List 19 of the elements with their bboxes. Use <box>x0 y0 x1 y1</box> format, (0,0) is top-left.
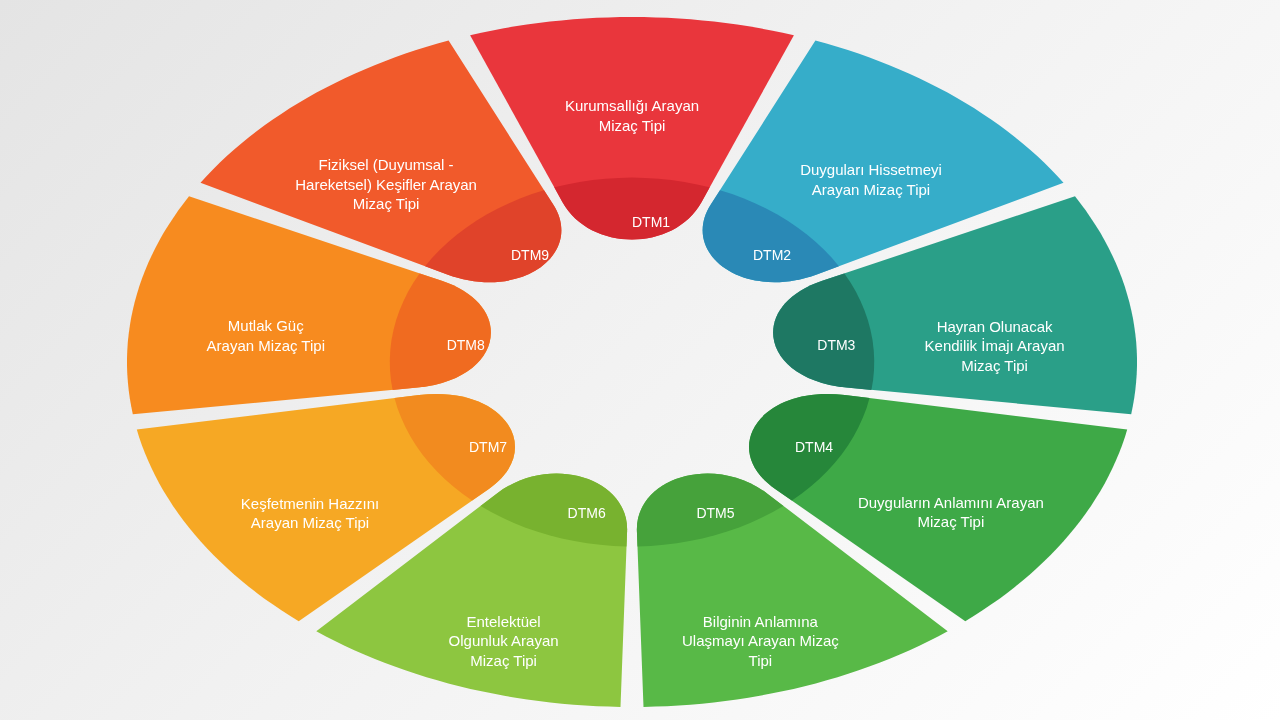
type-description: Mutlak Güç Arayan Mizaç Tipi <box>205 316 326 356</box>
type-description: Fiziksel (Duyumsal - Hareketsel) Keşifler Arayan Mizaç Tipi <box>294 155 478 214</box>
code-label: DTM3 <box>817 335 856 354</box>
code-label: DTM5 <box>696 504 735 523</box>
type-description: Hayran Olunacak Kendilik İmajı Arayan Mizaç Tipi <box>923 316 1066 376</box>
type-description: Kurumsallığı Arayan Mizaç Tipi <box>563 96 701 136</box>
code-label: DTM1 <box>632 212 671 231</box>
code-label: DTM4 <box>795 437 834 456</box>
type-description: Bilginin Anlamına Ulaşmayı Arayan Mizaç Tipi <box>681 611 840 671</box>
code-label: DTM9 <box>511 246 550 265</box>
code-label: DTM6 <box>567 504 606 523</box>
type-description: Keşfetmenin Hazzını Arayan Mizaç Tipi <box>239 493 381 533</box>
type-description: Entelektüel Olgunluk Arayan Mizaç Tipi <box>447 611 560 671</box>
ring-segment <box>200 40 562 283</box>
code-label: DTM8 <box>446 335 485 354</box>
type-description: Duyguların Anlamını Arayan Mizaç Tipi <box>856 492 1045 532</box>
code-label: DTM7 <box>469 437 508 456</box>
code-label: DTM2 <box>753 246 792 265</box>
type-description: Duyguları Hissetmeyi Arayan Mizaç Tipi <box>799 160 943 200</box>
